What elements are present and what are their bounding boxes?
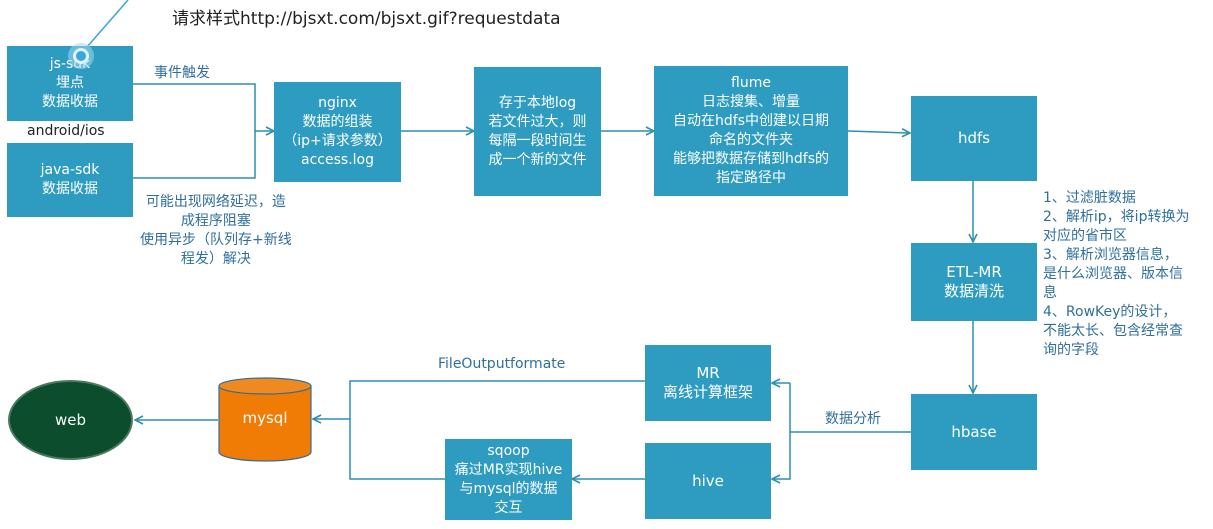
mysql-label: mysql — [242, 409, 288, 427]
cursor-highlight-icon — [68, 43, 94, 69]
android-ios-label: android/ios — [27, 123, 105, 139]
etl-notes: 1、过滤脏数据 2、解析ip，将ip转换为 对应的省市区 3、解析浏览器信息， … — [1043, 190, 1190, 358]
data-analysis-label: 数据分析 — [825, 411, 881, 427]
java-sdk-box: java-sdk 数据收据 — [7, 143, 133, 217]
mysql-database-icon — [218, 377, 312, 462]
hive-box: hive — [645, 443, 771, 519]
local-log-box: 存于本地log 若文件过大，则 每隔一段时间生 成一个新的文件 — [474, 67, 601, 196]
etl-mr-box: ETL-MR 数据清洗 — [911, 243, 1037, 321]
file-output-label: FileOutputformate — [438, 356, 566, 372]
hdfs-box: hdfs — [911, 96, 1037, 181]
sqoop-box: sqoop 痛过MR实现hive 与mysql的数据 交互 — [445, 439, 572, 520]
page-title: 请求样式http://bjsxt.com/bjsxt.gif?requestda… — [172, 9, 561, 29]
network-delay-note: 可能出现网络延迟，造 成程序阻塞 使用异步（队列存+新线 程发）解决 — [140, 194, 292, 267]
event-trigger-label: 事件触发 — [154, 65, 210, 81]
hbase-box: hbase — [911, 394, 1037, 470]
mr-box: MR 离线计算框架 — [645, 345, 771, 421]
flume-box: flume 日志搜集、增量 自动在hdfs中创建以日期 命名的文件夹 能够把数据… — [654, 66, 848, 196]
nginx-box: nginx 数据的组装 （ip+请求参数） access.log — [274, 82, 401, 182]
web-node: web — [8, 380, 133, 460]
